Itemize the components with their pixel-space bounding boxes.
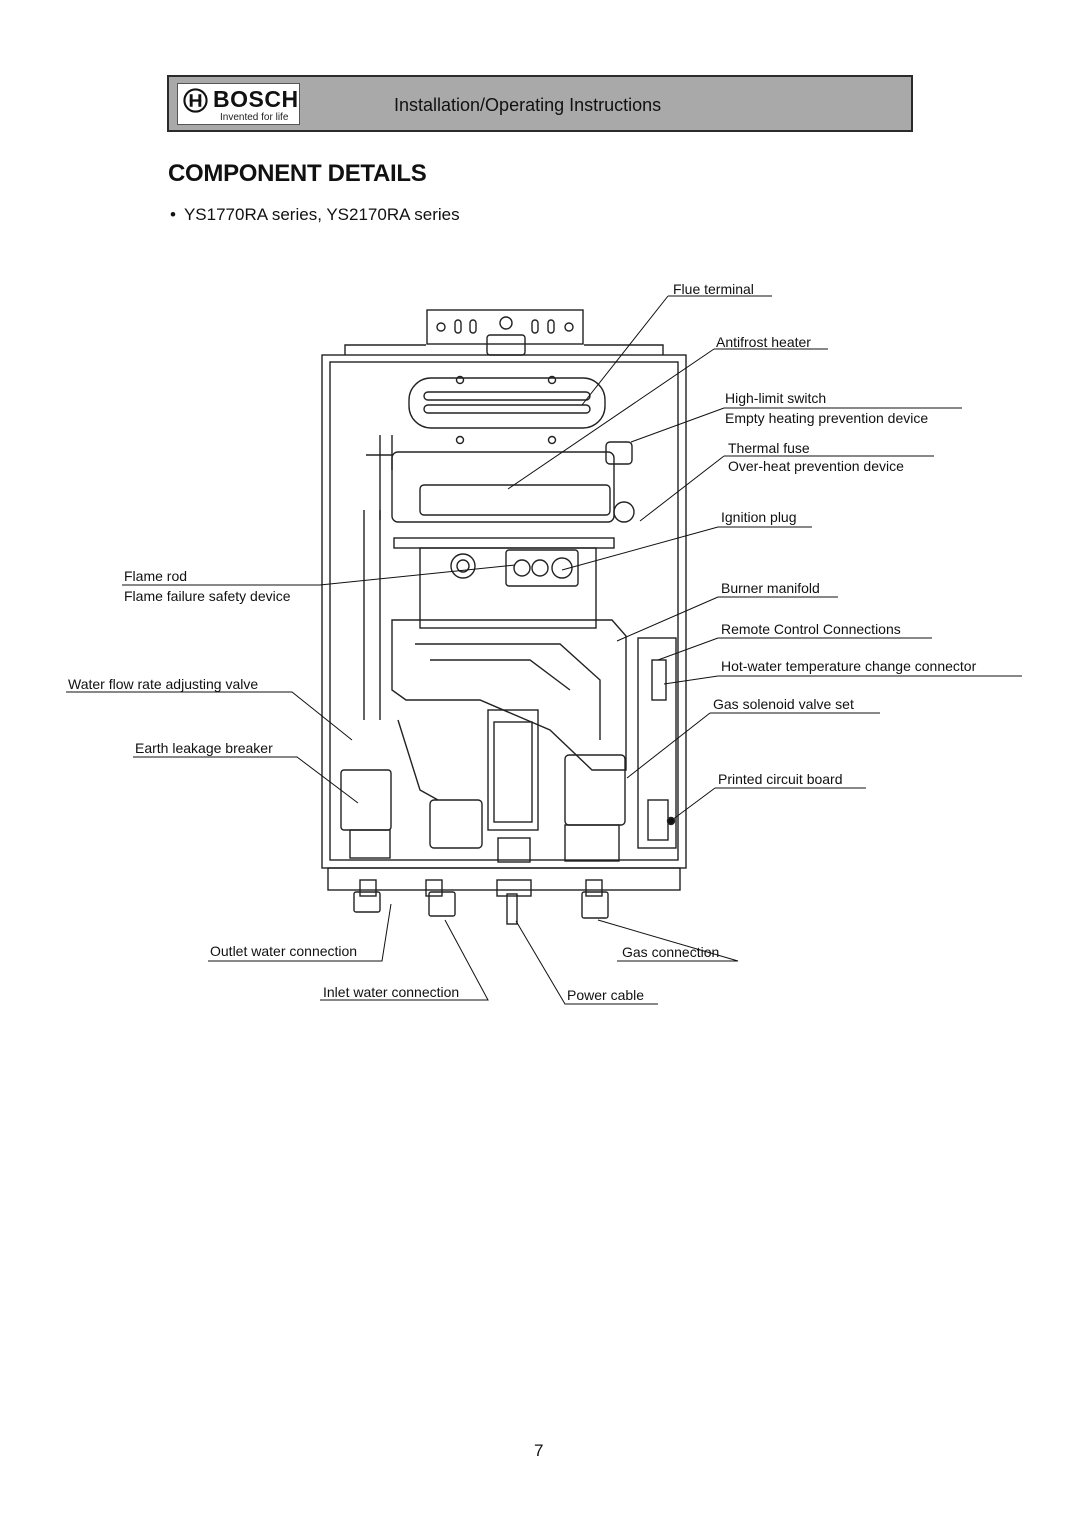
bullet-icon: • xyxy=(170,205,176,224)
label-flue-terminal: Flue terminal xyxy=(673,281,754,297)
bosch-armature-icon xyxy=(183,88,208,113)
leader-lines xyxy=(66,295,1022,1005)
label-over-heat-prevention: Over-heat prevention device xyxy=(728,458,904,474)
page-number: 7 xyxy=(534,1441,544,1460)
label-flame-failure-safety: Flame failure safety device xyxy=(124,588,291,604)
label-high-limit-switch: High-limit switch xyxy=(725,390,826,406)
label-empty-heating-prevention: Empty heating prevention device xyxy=(725,410,928,426)
label-inlet-water-connection: Inlet water connection xyxy=(323,984,459,1000)
brand-wordmark: BOSCH xyxy=(213,86,299,112)
callout-labels: Flue terminal Antifrost heater High-limi… xyxy=(68,281,977,1003)
label-power-cable: Power cable xyxy=(567,987,644,1003)
water-heater-drawing xyxy=(321,309,687,925)
label-flame-rod: Flame rod xyxy=(124,568,187,584)
page-title: COMPONENT DETAILS xyxy=(168,160,427,187)
bosch-logo: BOSCH Invented for life xyxy=(177,83,300,125)
label-earth-leakage-breaker: Earth leakage breaker xyxy=(135,740,273,756)
label-remote-control-connections: Remote Control Connections xyxy=(721,621,901,637)
label-printed-circuit-board: Printed circuit board xyxy=(718,771,843,787)
label-thermal-fuse: Thermal fuse xyxy=(728,440,810,456)
series-text: YS1770RA series, YS2170RA series xyxy=(183,205,460,224)
label-water-flow-rate-valve: Water flow rate adjusting valve xyxy=(68,676,258,692)
header-title: Installation/Operating Instructions xyxy=(394,95,662,115)
brand-tagline: Invented for life xyxy=(220,112,289,123)
label-ignition-plug: Ignition plug xyxy=(721,509,797,525)
label-gas-solenoid-valve-set: Gas solenoid valve set xyxy=(713,696,854,712)
label-gas-connection: Gas connection xyxy=(622,944,719,960)
label-antifrost-heater: Antifrost heater xyxy=(716,334,811,350)
document-header: BOSCH Invented for life Installation/Ope… xyxy=(167,75,913,132)
label-hot-water-temperature-connector: Hot-water temperature change connector xyxy=(721,658,977,674)
label-burner-manifold: Burner manifold xyxy=(721,580,820,596)
series-item: • YS1770RA series, YS2170RA series xyxy=(170,205,460,225)
label-outlet-water-connection: Outlet water connection xyxy=(210,943,357,959)
